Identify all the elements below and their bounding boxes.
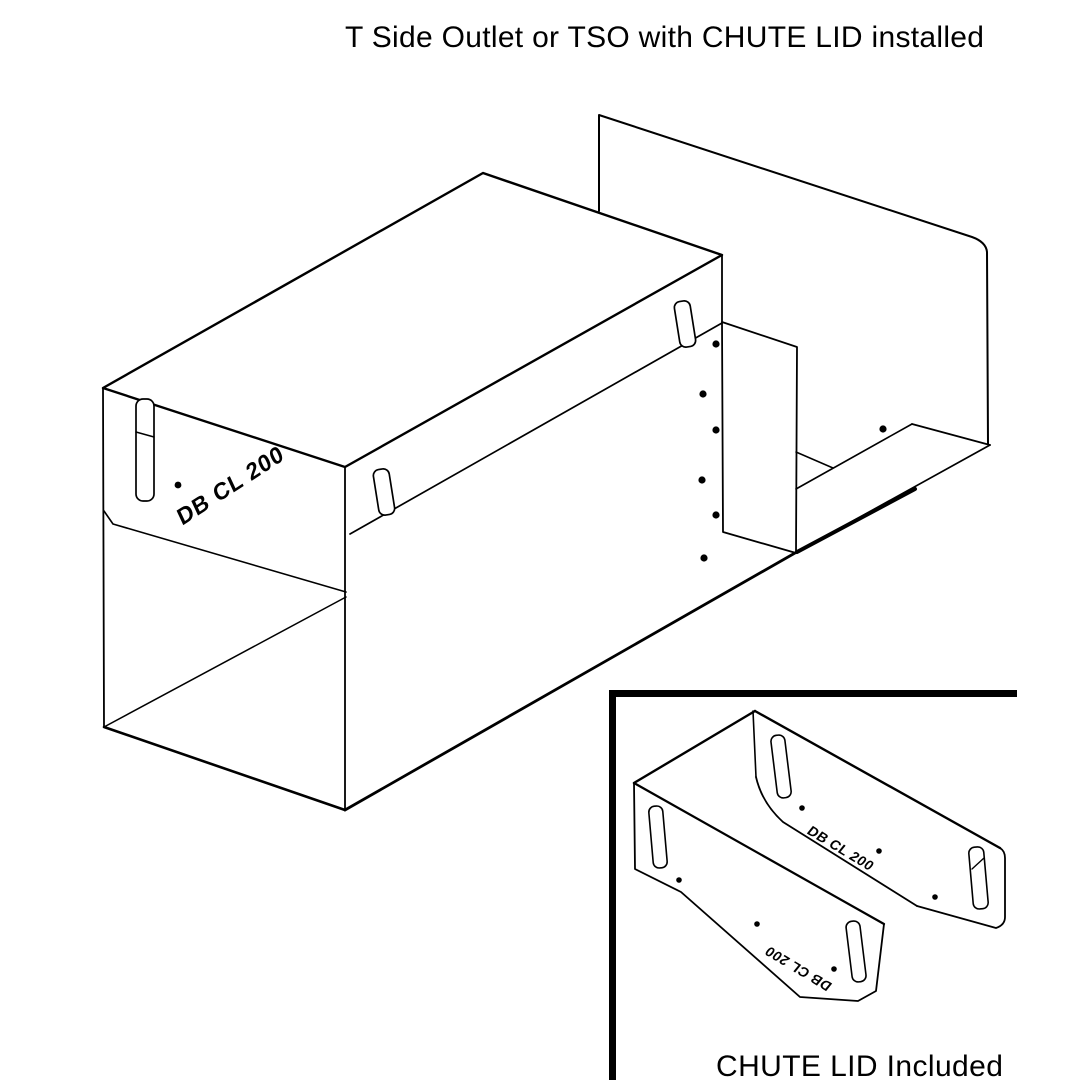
outlet-back-panel	[598, 114, 989, 445]
rivet-dot	[876, 848, 882, 854]
inset-lid-diagram: DB CL 200 DB CL 200	[632, 709, 1006, 1002]
lid-near-flange-outline	[633, 782, 885, 1002]
rivet-dot	[174, 481, 182, 489]
slot-divider-line	[135, 431, 155, 438]
rivet-dot	[676, 877, 682, 883]
inset-slot-group	[648, 734, 989, 983]
duct-left-edge	[102, 387, 105, 728]
lid-bottom-flange-heavy-edge	[795, 487, 917, 554]
rivet-dot	[754, 921, 760, 927]
lid-slot	[648, 805, 668, 869]
lid-front-plate	[721, 321, 798, 554]
lid-near-flange-bottom-edge	[349, 322, 723, 535]
lid-top-left-edge	[632, 709, 757, 785]
duct-bottom-near-edge	[343, 551, 797, 812]
rivet-dots-main	[174, 340, 887, 562]
lid-near-fold-edge	[632, 781, 886, 926]
lid-bottom-flange-end-edge	[911, 423, 991, 446]
main-diagram: DB CL 200	[101, 114, 991, 812]
outlet-step-edge	[795, 451, 834, 469]
page-title: T Side Outlet or TSO with CHUTE LID inst…	[345, 21, 984, 54]
duct-top-face	[101, 171, 724, 469]
lid-slot	[770, 734, 792, 799]
rivet-dot	[799, 805, 805, 811]
rivet-dot	[712, 511, 720, 519]
rivet-dot	[699, 390, 707, 398]
rivet-dot	[879, 425, 887, 433]
rivet-dot	[712, 426, 720, 434]
part-label-inset-bottom: DB CL 200	[761, 943, 835, 994]
part-label-main: DB CL 200	[173, 440, 288, 531]
lid-far-flange-end	[916, 847, 1006, 929]
rivet-dots-inset	[676, 805, 938, 972]
mounting-slot-right	[673, 300, 697, 348]
lid-slot	[968, 846, 989, 910]
lid-slot	[845, 920, 867, 983]
lid-slot-divider-line	[971, 857, 985, 870]
mounting-slot-left	[135, 398, 155, 502]
slot-group	[135, 300, 697, 516]
rivet-dot	[698, 476, 706, 484]
lid-top-far-edge	[753, 709, 1002, 850]
inset-caption: CHUTE LID Included	[716, 1050, 1003, 1080]
lid-apex-edge	[752, 710, 757, 778]
rivet-dot	[712, 340, 720, 348]
lid-far-flange-free-edge	[755, 776, 918, 907]
mounting-slot-front	[372, 468, 396, 516]
duct-opening-bottom-edge	[102, 725, 347, 812]
inset-frame-left	[609, 690, 616, 1080]
duct-interior-floor-line	[103, 596, 347, 728]
lid-left-flange-bottom-edge	[103, 510, 347, 593]
lid-bottom-flange-near-edge	[795, 423, 913, 490]
inset-frame-top	[609, 690, 1017, 697]
rivet-dot	[831, 966, 837, 972]
rivet-dot	[700, 554, 708, 562]
rivet-dot	[932, 894, 938, 900]
part-label-inset-top: DB CL 200	[804, 823, 878, 874]
inset-panel: DB CL 200 DB CL 200 CHUTE LID Included	[609, 690, 1017, 1080]
